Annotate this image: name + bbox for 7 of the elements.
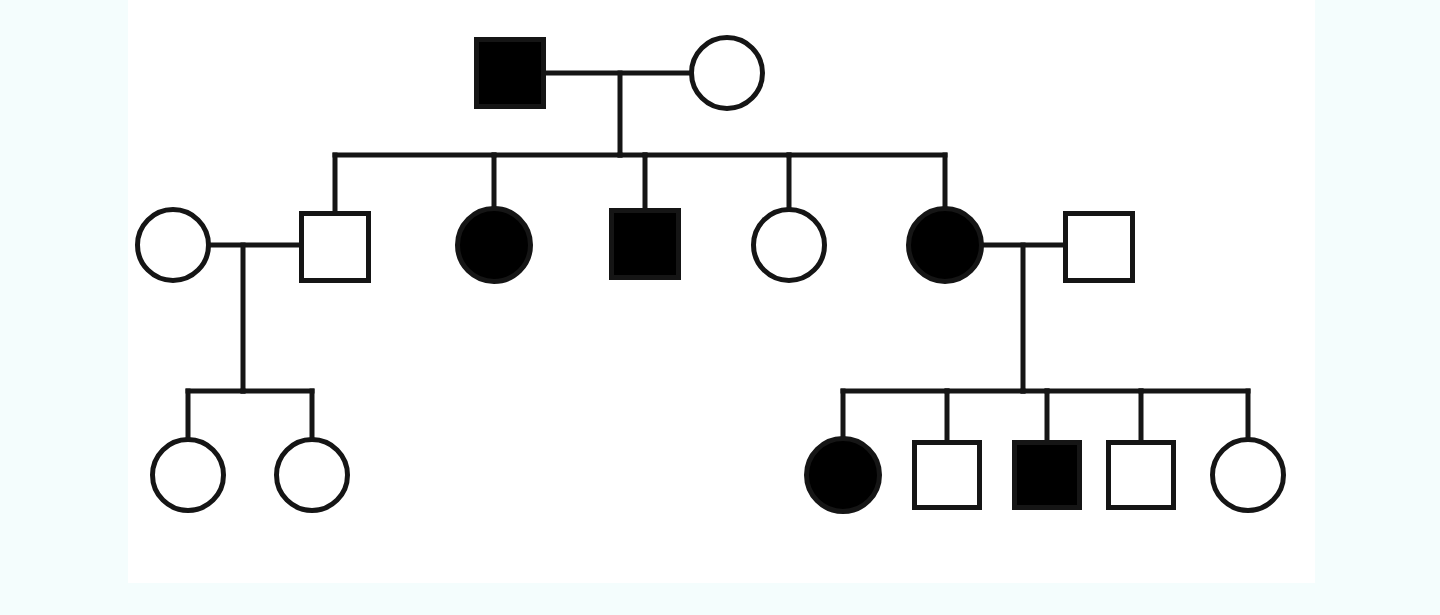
open-square	[912, 440, 982, 510]
filled-square	[609, 208, 681, 280]
open-square	[1106, 440, 1176, 510]
open-square	[299, 211, 371, 283]
open-square	[1063, 211, 1135, 283]
filled-square	[1012, 440, 1082, 510]
filled-square	[474, 37, 546, 109]
